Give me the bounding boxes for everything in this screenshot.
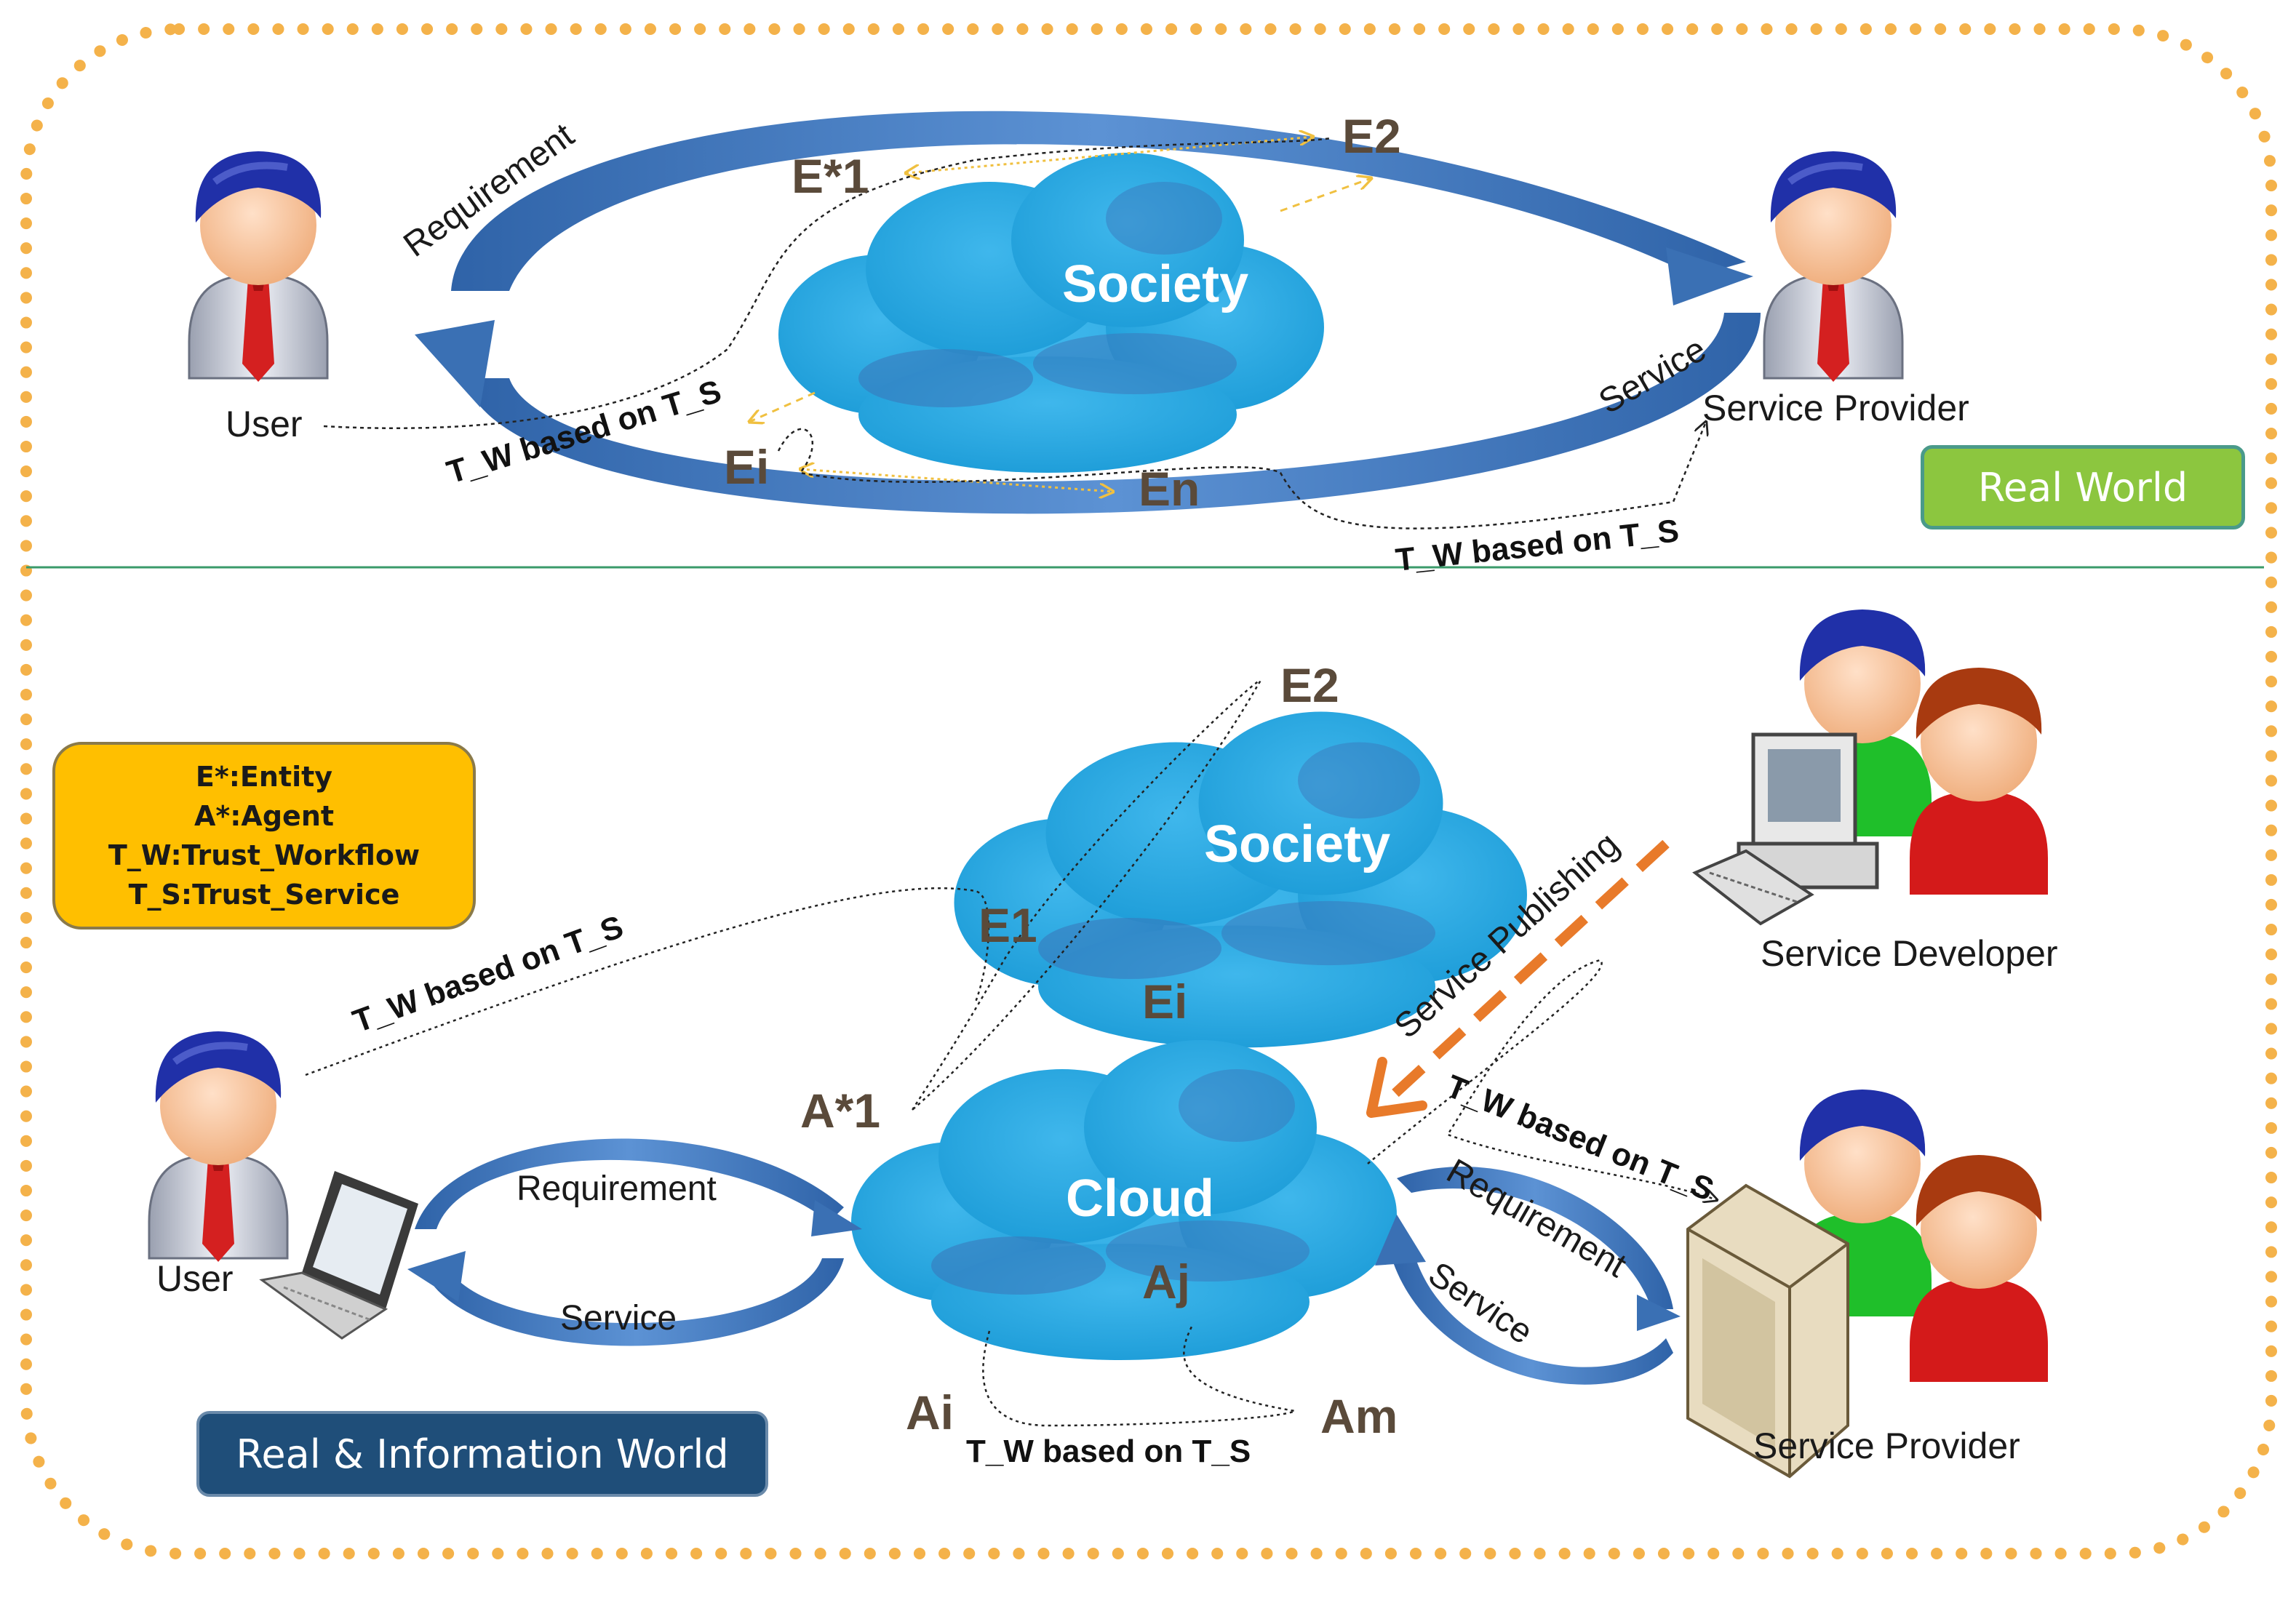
server-icon [1686, 1183, 1849, 1479]
info-world-section: Society Cloud Service Publishing Require… [149, 609, 2058, 1479]
cloud-e2-link [1280, 178, 1371, 212]
user-label: User [226, 404, 303, 444]
legend-trust-service: T_S:Trust_Service [128, 879, 400, 911]
entity-e1-label: E*1 [792, 149, 869, 203]
loop-ai-am [982, 1323, 1299, 1427]
legend-box: E*:Entity A*:Agent T_W:Trust_Workflow T_… [52, 742, 476, 930]
service-provider-label: Service Provider [1702, 388, 1969, 428]
cloud-ei-link [749, 391, 816, 422]
right-service-arrowhead [1375, 1215, 1426, 1266]
agent-a1-label: A*1 [800, 1084, 880, 1138]
service-arrowhead [415, 320, 495, 407]
tw-curve-user-e2 [323, 137, 1332, 429]
service-publishing-arrowhead [1366, 1057, 1427, 1118]
left-requirement-label: Requirement [517, 1170, 717, 1208]
entity-e1-label-bottom: E1 [978, 898, 1037, 952]
tw-curve-ei-provider [777, 422, 1706, 529]
entity-e2-label: E2 [1342, 109, 1401, 163]
legend-trust-workflow: T_W:Trust_Workflow [108, 839, 420, 871]
right-service-arc [1390, 1244, 1673, 1385]
left-service-arc [429, 1258, 844, 1346]
laptop-icon [259, 1171, 418, 1340]
real-world-badge: Real World [1921, 445, 2245, 529]
entity-en-label: En [1139, 462, 1200, 516]
tw-right-label: T_W based on T_S [1394, 513, 1681, 578]
service-provider-label-bottom: Service Provider [1753, 1426, 2020, 1466]
service-developer-label: Service Developer [1761, 933, 2058, 974]
agent-am-label: Am [1320, 1389, 1398, 1443]
service-provider-avatar [1764, 151, 1902, 382]
legend-entity: E*:Entity [195, 761, 333, 793]
entity-e2-label-bottom: E2 [1280, 658, 1339, 712]
left-service-arrowhead [407, 1251, 466, 1302]
agent-aj-label: Aj [1142, 1255, 1190, 1308]
society-label: Society [1062, 255, 1248, 313]
right-requirement-arc [1397, 1167, 1673, 1309]
tw-bottom-label: T_W based on T_S [966, 1434, 1251, 1469]
entity-ei-label: Ei [724, 440, 769, 494]
agent-ai-label: Ai [906, 1386, 954, 1439]
left-requirement-arc [415, 1138, 844, 1229]
left-requirement-arrowhead [811, 1200, 862, 1236]
requirement-arc [451, 111, 1746, 291]
real-info-world-badge: Real & Information World [196, 1411, 768, 1497]
e1-e2-link [906, 137, 1313, 173]
cloud-label: Cloud [1066, 1170, 1214, 1228]
left-service-label: Service [560, 1299, 677, 1338]
entity-ei-label-bottom: Ei [1142, 975, 1187, 1028]
user-avatar-bottom [149, 1031, 287, 1262]
right-requirement-arrowhead [1637, 1295, 1681, 1331]
service-arc [466, 313, 1761, 514]
loop-a1-e2 [912, 679, 1261, 1111]
requirement-arrowhead [1666, 247, 1753, 305]
real-world-section: Requirement Service Society E*1 E2 Ei En… [189, 109, 1969, 578]
service-publishing-arrow [1382, 839, 1670, 1106]
society-label-bottom: Society [1204, 815, 1390, 874]
developer-avatar-red [1910, 668, 2048, 895]
outer-frame [20, 23, 2277, 1559]
computer-icon [1692, 732, 1879, 926]
user-avatar [189, 151, 327, 382]
user-label-bottom: User [156, 1258, 234, 1299]
legend-agent: A*:Agent [194, 800, 335, 832]
